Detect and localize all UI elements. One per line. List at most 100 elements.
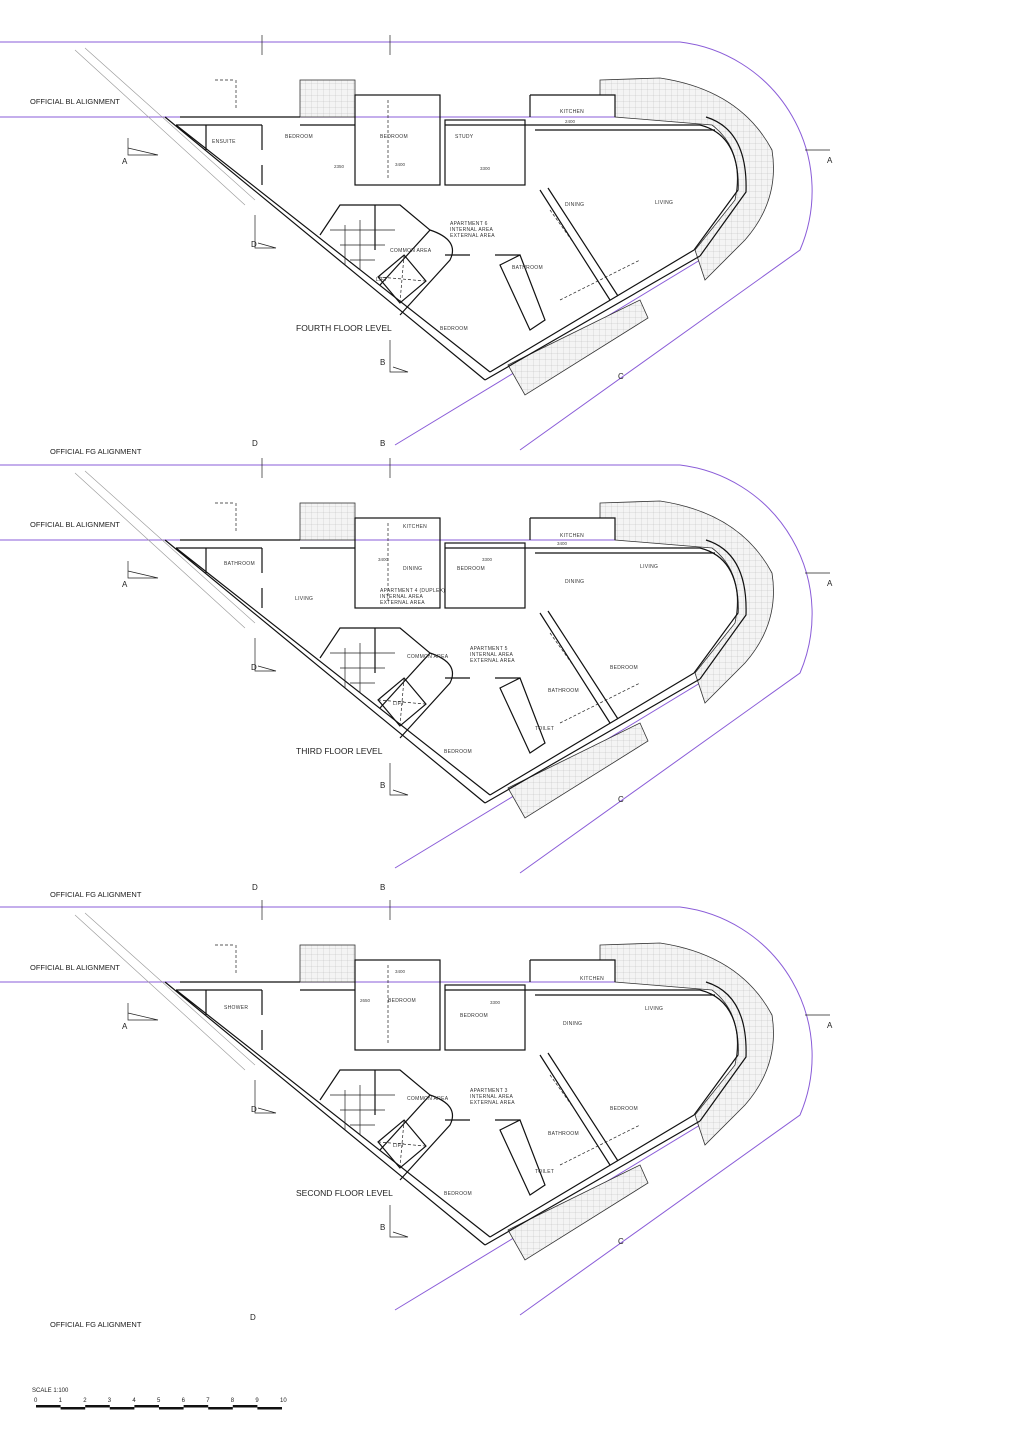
room-label: DINING (563, 1021, 582, 1027)
apartment-area: EXTERNAL AREA (470, 658, 515, 664)
dimension: 3300 (480, 166, 491, 171)
fg-alignment-label: OFFICIAL FG ALIGNMENT (50, 447, 142, 456)
scale-segment (257, 1407, 282, 1410)
room-label: BEDROOM (460, 1013, 488, 1019)
scale-segment (159, 1407, 184, 1410)
section-marker-d: D (251, 663, 257, 672)
room-label: KITCHEN (560, 109, 584, 115)
scale-segment (85, 1405, 110, 1408)
room-label: KITCHEN (403, 524, 427, 530)
scale-tick-label: 4 (132, 1398, 136, 1404)
fourth-floor-plan (0, 34, 831, 451)
second-floor-plan (0, 899, 831, 1316)
section-marker-b: B (380, 358, 385, 367)
apartment-label: APARTMENT 3 (470, 1088, 508, 1094)
apartment-area: INTERNAL AREA (450, 227, 494, 233)
section-marker-b: B (380, 439, 385, 448)
room-label: LIFT (376, 277, 387, 283)
apartment-label: APARTMENT 6 (450, 221, 488, 227)
section-marker-a: A (122, 1022, 128, 1031)
room-label: BEDROOM (444, 1191, 472, 1197)
scale-tick-label: 2 (83, 1398, 87, 1404)
scale-tick-label: 5 (157, 1398, 161, 1404)
fg-alignment-label: OFFICIAL FG ALIGNMENT (50, 890, 142, 899)
room-label: STUDY (455, 134, 474, 140)
room-label: KITCHEN (580, 976, 604, 982)
apartment-label: APARTMENT 4 (DUPLEX) (380, 588, 445, 594)
room-label: BEDROOM (388, 998, 416, 1004)
room-label: KITCHEN (560, 533, 584, 539)
dimension: 3400 (378, 557, 389, 562)
section-marker-c: C (618, 795, 624, 804)
section-marker-b: B (380, 1223, 385, 1232)
section-marker-a: A (827, 156, 833, 165)
scale-tick-label: 7 (206, 1398, 210, 1404)
section-marker-d: D (252, 439, 258, 448)
room-label: LIVING (645, 1006, 663, 1012)
bl-alignment-label: OFFICIAL BL ALIGNMENT (30, 97, 120, 106)
section-marker-c: C (618, 1237, 624, 1246)
room-label: BATHROOM (548, 688, 579, 694)
room-label: ENSUITE (212, 139, 236, 145)
section-marker-a: A (827, 1021, 833, 1030)
room-label: DINING (565, 579, 584, 585)
room-label: BATHROOM (548, 1131, 579, 1137)
apartment-area: EXTERNAL AREA (380, 600, 425, 606)
bl-alignment-label: OFFICIAL BL ALIGNMENT (30, 520, 120, 529)
section-marker-b: B (380, 781, 385, 790)
floor-level-title: THIRD FLOOR LEVEL (296, 746, 383, 756)
room-label: BEDROOM (285, 134, 313, 140)
section-marker-d: D (250, 1313, 256, 1322)
dimension: 2650 (360, 998, 371, 1003)
scale-tick-label: 0 (34, 1398, 38, 1404)
dimension: 3300 (490, 1000, 501, 1005)
room-label: COMMON AREA (390, 248, 432, 254)
dimension: 2400 (565, 119, 576, 124)
room-label: LIVING (295, 596, 313, 602)
room-label: TOILET (535, 1169, 554, 1175)
apartment-area: EXTERNAL AREA (450, 233, 495, 239)
second-floor-labels: OFFICIAL BL ALIGNMENT A A D B C SHOWER B… (30, 963, 833, 1329)
room-label: BEDROOM (610, 1106, 638, 1112)
scale-tick-label: 6 (182, 1398, 186, 1404)
apartment-area: INTERNAL AREA (380, 594, 424, 600)
dimension: 3300 (482, 557, 493, 562)
room-label: BEDROOM (444, 749, 472, 755)
fourth-floor-labels: OFFICIAL BL ALIGNMENT A A D B C ENSUITE … (30, 97, 833, 456)
room-label: COMMON AREA (407, 654, 449, 660)
dimension: 3400 (557, 541, 568, 546)
floor-level-title: SECOND FLOOR LEVEL (296, 1188, 393, 1198)
scale-title: SCALE 1:100 (32, 1388, 69, 1394)
scale-segment (183, 1405, 209, 1408)
room-label: DINING (565, 202, 584, 208)
section-marker-d: D (252, 883, 258, 892)
scale-tick-label: 1 (59, 1398, 63, 1404)
scale-segment (208, 1407, 233, 1410)
room-label: COMMON AREA (407, 1096, 449, 1102)
section-marker-d: D (251, 1105, 257, 1114)
fg-alignment-label: OFFICIAL FG ALIGNMENT (50, 1320, 142, 1329)
scale-segment (109, 1407, 135, 1410)
room-label: BEDROOM (440, 326, 468, 332)
dimension: 3400 (395, 162, 406, 167)
apartment-area: INTERNAL AREA (470, 652, 514, 658)
room-label: BATHROOM (224, 561, 255, 567)
section-marker-a: A (122, 580, 128, 589)
room-label: LIFT (393, 701, 404, 707)
room-label: BEDROOM (457, 566, 485, 572)
room-label: SHOWER (224, 1005, 248, 1011)
section-marker-c: C (618, 372, 624, 381)
scale-segment (60, 1407, 86, 1410)
room-label: LIVING (640, 564, 658, 570)
room-label: LIVING (655, 200, 673, 206)
section-marker-d: D (251, 240, 257, 249)
floor-level-title: FOURTH FLOOR LEVEL (296, 323, 392, 333)
dimension: 3400 (395, 969, 406, 974)
room-label: BEDROOM (380, 134, 408, 140)
room-label: BEDROOM (610, 665, 638, 671)
scale-tick-label: 10 (280, 1398, 287, 1404)
scale-tick-label: 3 (108, 1398, 112, 1404)
dimension: 2350 (334, 164, 345, 169)
